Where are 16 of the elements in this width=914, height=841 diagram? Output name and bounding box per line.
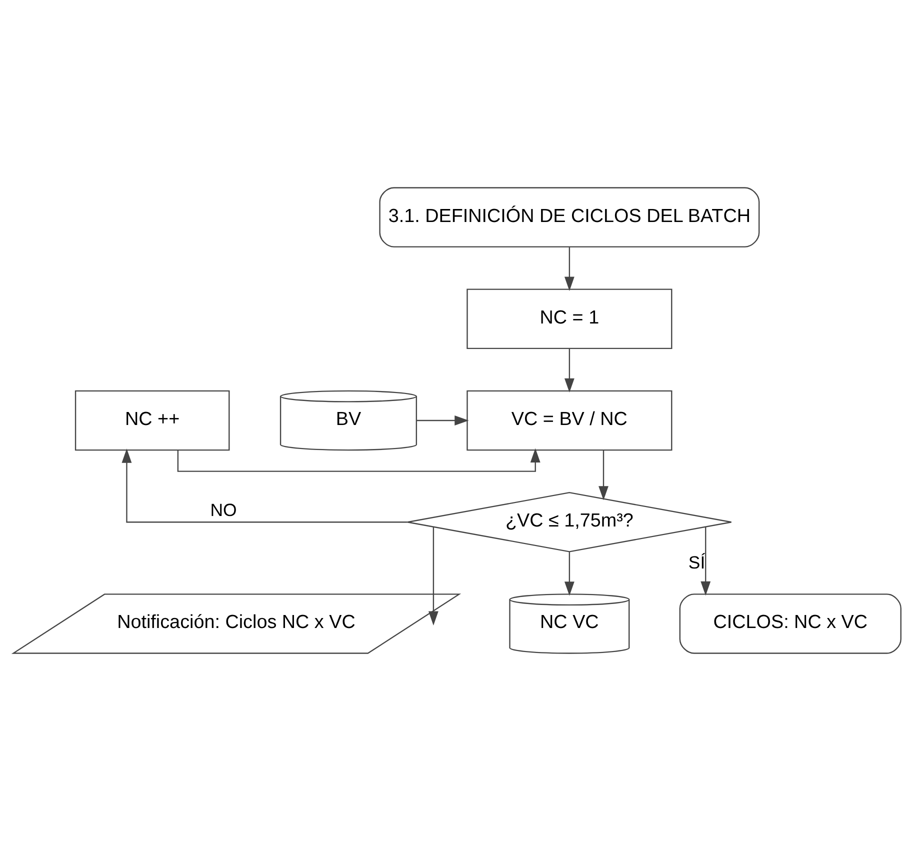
edge-label: NO	[210, 500, 237, 520]
arrow	[564, 552, 574, 596]
node-box: NC ++	[74, 390, 230, 451]
arrow	[564, 348, 574, 393]
arrow	[428, 527, 438, 626]
arrow	[598, 450, 608, 500]
node-diamond: ¿VC ≤ 1,75m³?	[406, 492, 732, 552]
node-box: CICLOS: NC x VC	[679, 594, 902, 654]
arrow	[700, 527, 711, 596]
node-box: VC = BV / NC	[466, 390, 672, 451]
node-box: NC = 1	[466, 288, 672, 350]
arrow	[416, 416, 469, 426]
arrow	[177, 448, 540, 472]
arrow	[564, 247, 574, 291]
arrow	[122, 448, 408, 523]
node-box: 3.1. DEFINICIÓN DE CICLOS DEL BATCH	[379, 187, 760, 248]
